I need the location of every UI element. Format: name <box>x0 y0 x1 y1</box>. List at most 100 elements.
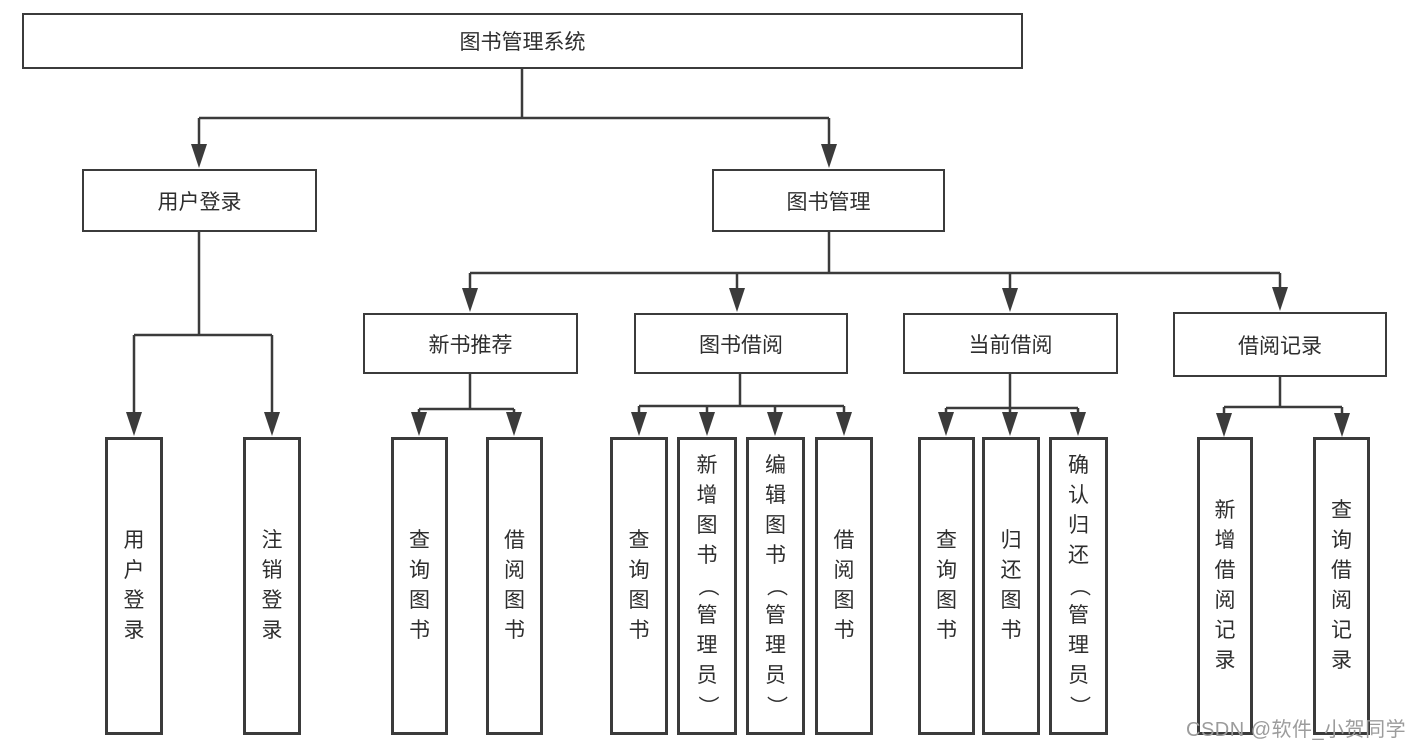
vertical-char: 认 <box>1068 484 1089 507</box>
vertical-char: 图 <box>409 589 430 612</box>
vertical-char: 查 <box>1331 499 1352 522</box>
node-query-borrow-record-leaf: 查询借阅记录 <box>1313 437 1370 735</box>
vertical-char: 用 <box>123 529 145 552</box>
vertical-char: 阅 <box>833 559 855 582</box>
node-user-login-branch: 用户登录 <box>82 169 317 232</box>
vertical-char: 员 <box>1068 664 1089 687</box>
node-label: 当前借阅 <box>968 333 1053 357</box>
vertical-char: 图 <box>696 514 718 537</box>
vertical-char: 询 <box>628 559 650 582</box>
vertical-char: 借 <box>1214 559 1236 582</box>
vertical-char: 书 <box>409 619 430 642</box>
vertical-char: 归 <box>1000 529 1022 552</box>
vertical-char: 图 <box>628 589 650 612</box>
node-label: 新书推荐 <box>428 333 513 357</box>
vertical-char: 书 <box>833 619 855 642</box>
vertical-char: 询 <box>1331 529 1352 552</box>
vertical-char: 辑 <box>765 484 786 507</box>
node-label: 图书管理 <box>786 190 871 214</box>
vertical-char: 借 <box>1331 559 1352 582</box>
vertical-char: 图 <box>1000 589 1022 612</box>
node-current-borrowing: 当前借阅 <box>903 313 1118 374</box>
vertical-char: 借 <box>833 529 855 552</box>
node-label: 图书管理系统 <box>459 31 586 54</box>
vertical-char: （ <box>696 575 719 597</box>
vertical-char: 阅 <box>1214 589 1236 612</box>
vertical-char: 借 <box>504 529 525 552</box>
node-library-management-system: 图书管理系统 <box>22 13 1023 69</box>
vertical-char: 新 <box>1214 499 1236 522</box>
vertical-char: 理 <box>1068 634 1089 657</box>
vertical-char: 录 <box>123 619 145 642</box>
vertical-char: 录 <box>1214 649 1236 672</box>
vertical-char: 书 <box>628 619 650 642</box>
vertical-char: 还 <box>1000 559 1022 582</box>
node-query-books-current-leaf: 查询图书 <box>918 437 975 735</box>
node-add-book-admin-leaf: 新增图书（管理员） <box>677 437 737 735</box>
vertical-char: 书 <box>696 544 718 567</box>
vertical-char: 图 <box>765 514 786 537</box>
node-logout-leaf: 注销登录 <box>243 437 301 735</box>
vertical-char: 询 <box>936 559 957 582</box>
vertical-char: 管 <box>1068 604 1089 627</box>
vertical-char: 询 <box>409 559 430 582</box>
vertical-char: 员 <box>696 664 718 687</box>
vertical-char: 查 <box>936 529 957 552</box>
arrowheads <box>126 144 1350 437</box>
vertical-char: 注 <box>261 529 283 552</box>
vertical-char: 书 <box>504 619 525 642</box>
vertical-char: 图 <box>833 589 855 612</box>
node-query-books-recommend-leaf: 查询图书 <box>391 437 448 735</box>
vertical-char: 阅 <box>1331 589 1352 612</box>
vertical-char: （ <box>764 575 788 597</box>
node-edit-book-admin-leaf: 编辑图书 （ 管理员 ） <box>746 437 805 735</box>
vertical-char: 户 <box>123 559 145 582</box>
vertical-char: 新 <box>696 454 718 477</box>
node-new-book-recommendation: 新书推荐 <box>363 313 578 374</box>
vertical-char: 图 <box>504 589 525 612</box>
vertical-char: 管 <box>765 604 786 627</box>
node-return-book-leaf: 归还图书 <box>982 437 1040 735</box>
node-user-login-leaf: 用户登录 <box>105 437 163 735</box>
vertical-char: 记 <box>1331 619 1352 642</box>
vertical-char: 书 <box>765 544 786 567</box>
vertical-char: 增 <box>1214 529 1236 552</box>
vertical-char: ） <box>696 695 719 717</box>
node-borrowing-records: 借阅记录 <box>1173 312 1387 377</box>
vertical-char: 图 <box>936 589 957 612</box>
vertical-char: 编 <box>765 454 786 477</box>
vertical-char: ） <box>764 695 788 717</box>
connector-paths <box>132 69 1344 415</box>
vertical-char: 管 <box>696 604 718 627</box>
vertical-char: 员 <box>765 664 786 687</box>
node-confirm-return-admin-leaf: 确认归还（管理员） <box>1049 437 1108 735</box>
vertical-char: 销 <box>261 559 283 582</box>
vertical-char: 登 <box>123 589 145 612</box>
node-label: 图书借阅 <box>699 333 783 357</box>
node-book-borrowing: 图书借阅 <box>634 313 848 374</box>
vertical-char: （ <box>1067 575 1091 597</box>
node-label: 借阅记录 <box>1238 334 1322 358</box>
vertical-char: 录 <box>261 619 283 642</box>
vertical-char: 阅 <box>504 559 525 582</box>
vertical-char: 还 <box>1068 544 1089 567</box>
vertical-char: 理 <box>765 634 786 657</box>
vertical-char: 查 <box>409 529 430 552</box>
node-borrow-books-leaf: 借阅图书 <box>815 437 873 735</box>
csdn-watermark: CSDN @软件_小贺同学 <box>1186 719 1405 741</box>
vertical-char: 理 <box>696 634 718 657</box>
vertical-char: 书 <box>936 619 957 642</box>
vertical-char: 归 <box>1068 514 1089 537</box>
vertical-char: 确 <box>1068 454 1089 477</box>
node-query-books-borrow-leaf: 查询图书 <box>610 437 668 735</box>
node-book-management-branch: 图书管理 <box>712 169 945 232</box>
vertical-char: 登 <box>261 589 283 612</box>
vertical-char: 录 <box>1331 649 1352 672</box>
vertical-char: 记 <box>1214 619 1236 642</box>
node-add-borrow-record-leaf: 新增借阅记录 <box>1197 437 1253 735</box>
node-label: 用户登录 <box>157 190 242 214</box>
vertical-char: 查 <box>628 529 650 552</box>
node-borrow-books-recommend-leaf: 借阅图书 <box>486 437 543 735</box>
